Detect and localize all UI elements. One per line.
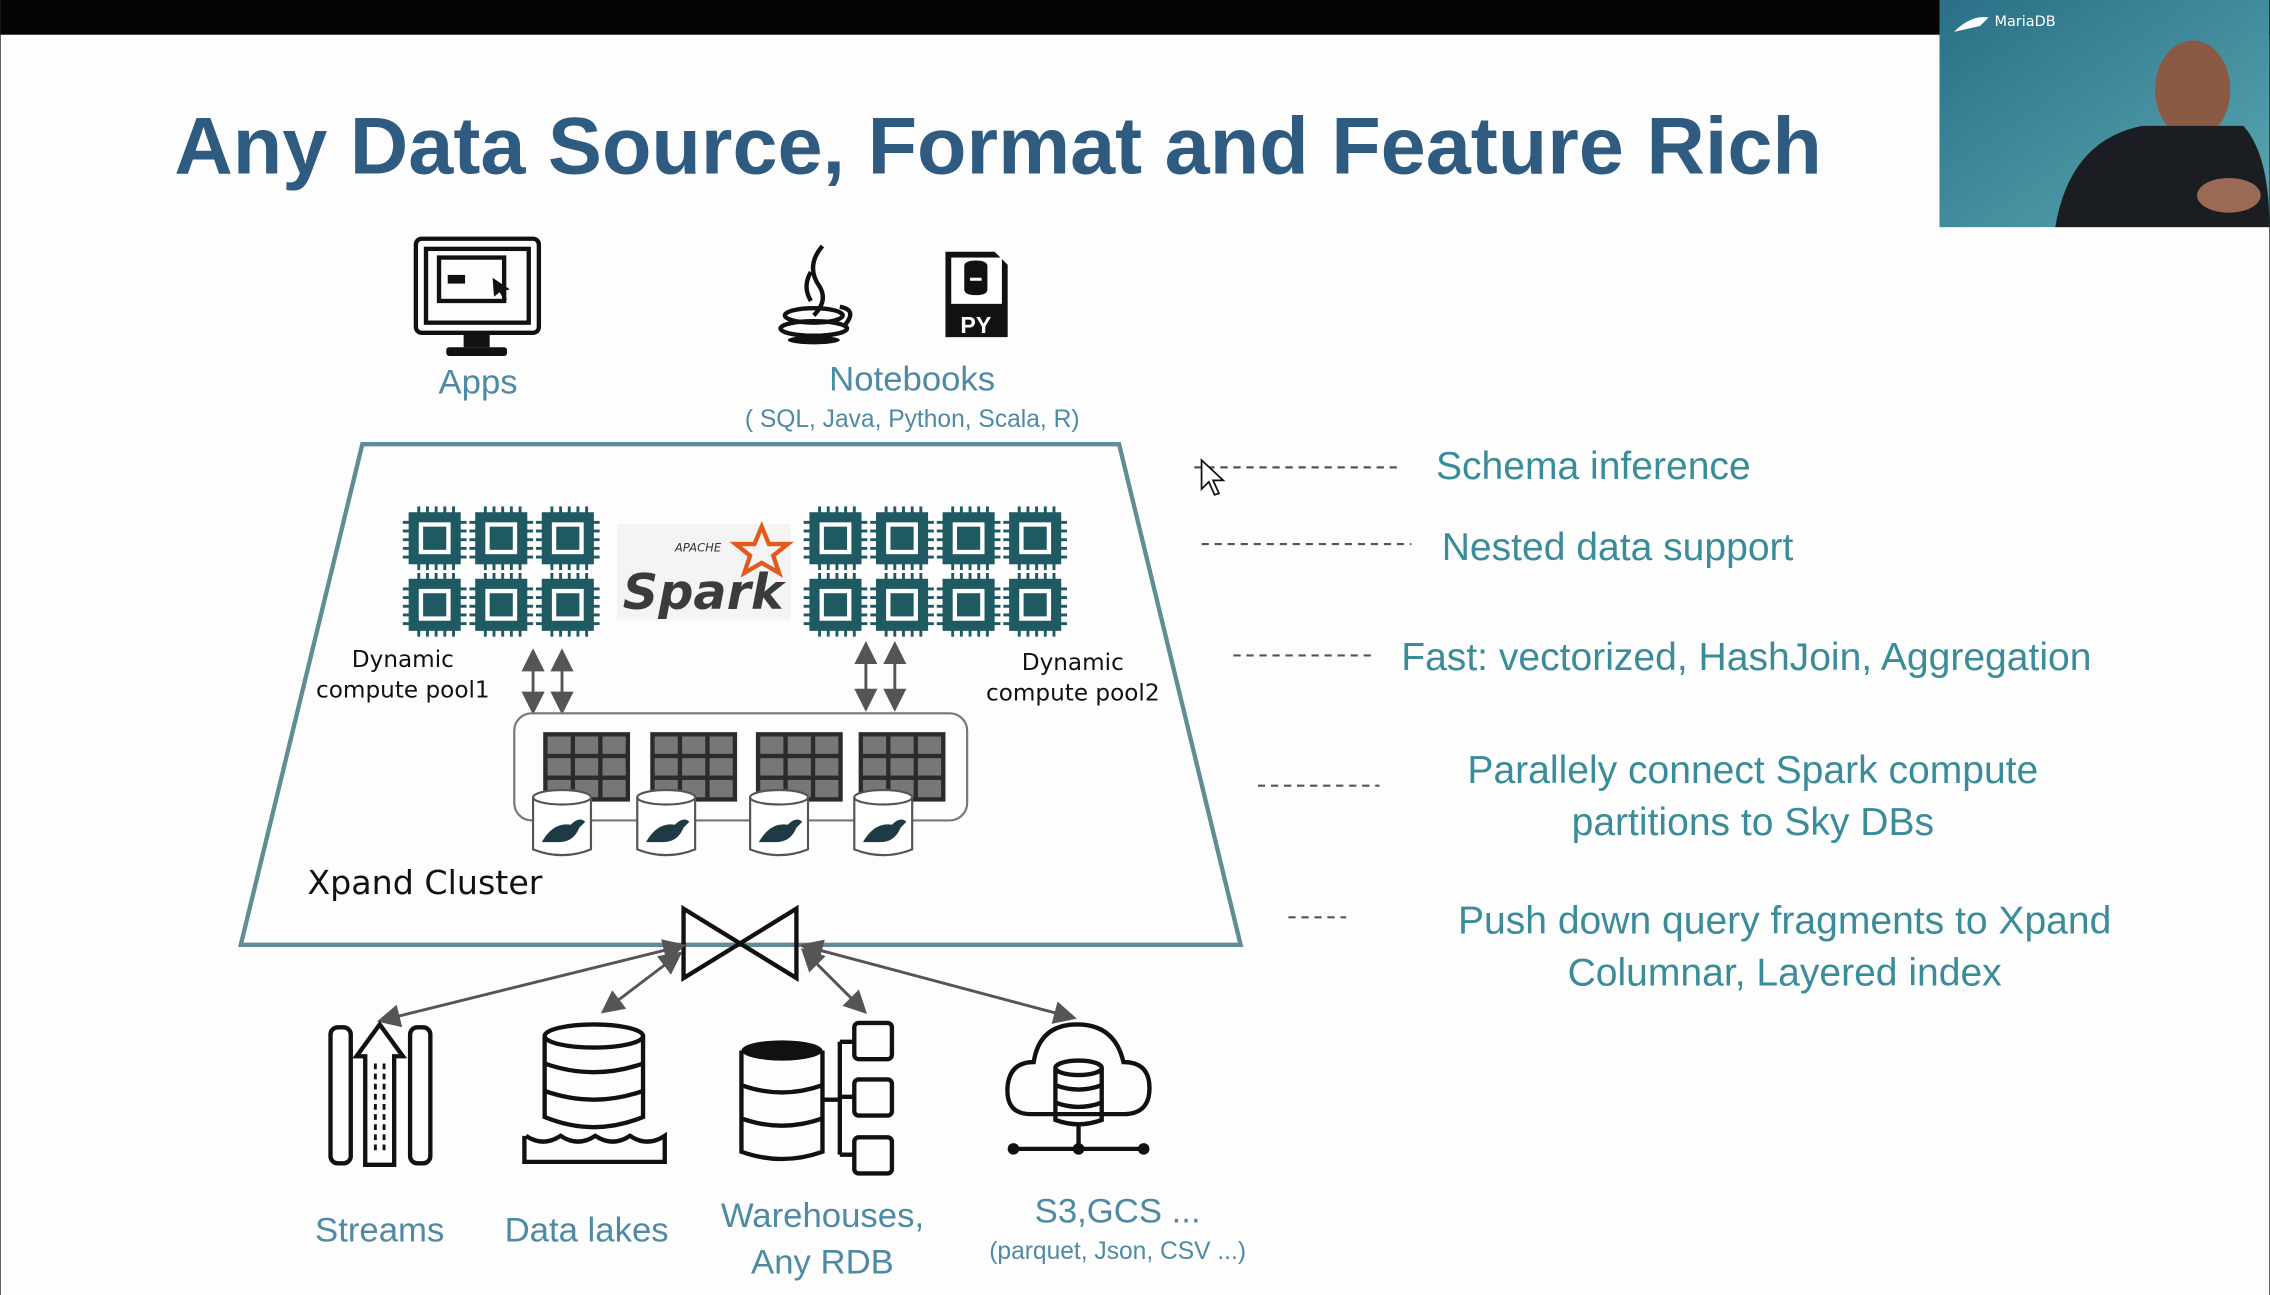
py-badge: PY	[960, 312, 991, 338]
notebooks-languages: ( SQL, Java, Python, Scala, R)	[745, 406, 1080, 433]
xpand-cluster-label: Xpand Cluster	[307, 863, 542, 902]
pool2-label-line2: compute pool2	[986, 680, 1160, 706]
spark-text: Spark	[623, 563, 787, 621]
data-lake-icon	[522, 1022, 667, 1165]
cpu-chip-icon	[402, 506, 467, 571]
seal-logo-icon	[862, 819, 907, 843]
cpu-chip-icon	[1003, 506, 1067, 571]
cloud-storage-icon	[1005, 1022, 1152, 1155]
seal-logo-icon	[541, 819, 586, 843]
cpu-chip-icon	[469, 572, 534, 637]
apps-label: Apps	[439, 364, 518, 402]
cpu-chip-icon	[936, 572, 1001, 637]
warehouse-icon	[739, 1020, 895, 1176]
source-label-formats: (parquet, Json, CSV ...)	[989, 1238, 1246, 1265]
mariadb-logo-icon	[1953, 16, 1989, 32]
sky-db-node	[749, 732, 843, 857]
top-bar	[0, 0, 2270, 35]
cpu-chip-icon	[936, 506, 1001, 571]
source-label-streams: Streams	[315, 1211, 444, 1249]
feature-fast: Fast: vectorized, HashJoin, Aggregation	[1401, 636, 2091, 679]
mouse-cursor-icon	[1200, 458, 1226, 496]
pool1-label-line1: Dynamic	[352, 647, 454, 673]
xpand-cluster-boundary	[238, 442, 1244, 948]
feature-nested-data: Nested data support	[1442, 526, 1794, 569]
spark-star-icon	[729, 521, 794, 578]
seal-logo-icon	[645, 819, 690, 843]
spark-apache-text: APACHE	[674, 540, 722, 554]
feature-pushdown-line1: Push down query fragments to Xpand	[1458, 899, 2111, 942]
cpu-chip-icon	[535, 572, 600, 637]
cpu-chip-icon	[870, 572, 934, 637]
seal-logo-icon	[758, 819, 803, 843]
feature-parallel-line2: partitions to Sky DBs	[1572, 801, 1934, 844]
webcam-brand: MariaDB	[1994, 14, 2055, 30]
streams-icon	[328, 1020, 433, 1167]
sky-db-node	[853, 732, 946, 857]
cpu-chip-icon	[803, 506, 868, 571]
cpu-chip-icon	[870, 506, 934, 571]
feature-pushdown-line2: Columnar, Layered index	[1568, 951, 2003, 994]
source-label-data-lakes: Data lakes	[505, 1211, 669, 1249]
feature-parallel-line1: Parallely connect Spark compute	[1467, 749, 2038, 792]
monitor-icon	[413, 236, 542, 356]
cpu-chip-icon	[469, 506, 534, 571]
source-arrows	[376, 939, 1077, 1028]
cpu-chip-icon	[803, 572, 868, 637]
pool1-label-line2: compute pool1	[316, 677, 490, 703]
feature-schema-inference: Schema inference	[1436, 445, 1751, 488]
sky-db-node	[636, 732, 738, 857]
sky-db-nodes	[531, 732, 946, 857]
compute-pool1-chips-icon	[402, 506, 600, 637]
sky-db-container	[513, 712, 969, 822]
webcam-overlay: MariaDB	[1939, 0, 2270, 228]
source-label-warehouses: Warehouses,	[721, 1197, 924, 1235]
source-label-s3-gcs: S3,GCS ...	[1035, 1193, 1201, 1231]
cpu-chip-icon	[402, 572, 467, 637]
pool-db-arrows	[521, 640, 907, 715]
python-file-icon: PY	[945, 251, 1008, 338]
source-label-rdb: Any RDB	[751, 1243, 894, 1281]
notebooks-label: Notebooks	[829, 361, 995, 399]
pool2-label-line1: Dynamic	[1022, 650, 1124, 676]
cpu-chip-icon	[535, 506, 600, 571]
compute-pool2-chips-icon	[803, 506, 1067, 637]
presenter-face	[2155, 40, 2231, 139]
java-icon	[778, 244, 853, 345]
sky-db-node	[531, 732, 631, 857]
slide-title: Any Data Source, Format and Feature Rich	[174, 102, 1822, 192]
cpu-chip-icon	[1003, 572, 1067, 637]
spark-logo: APACHE Spark	[617, 521, 794, 621]
